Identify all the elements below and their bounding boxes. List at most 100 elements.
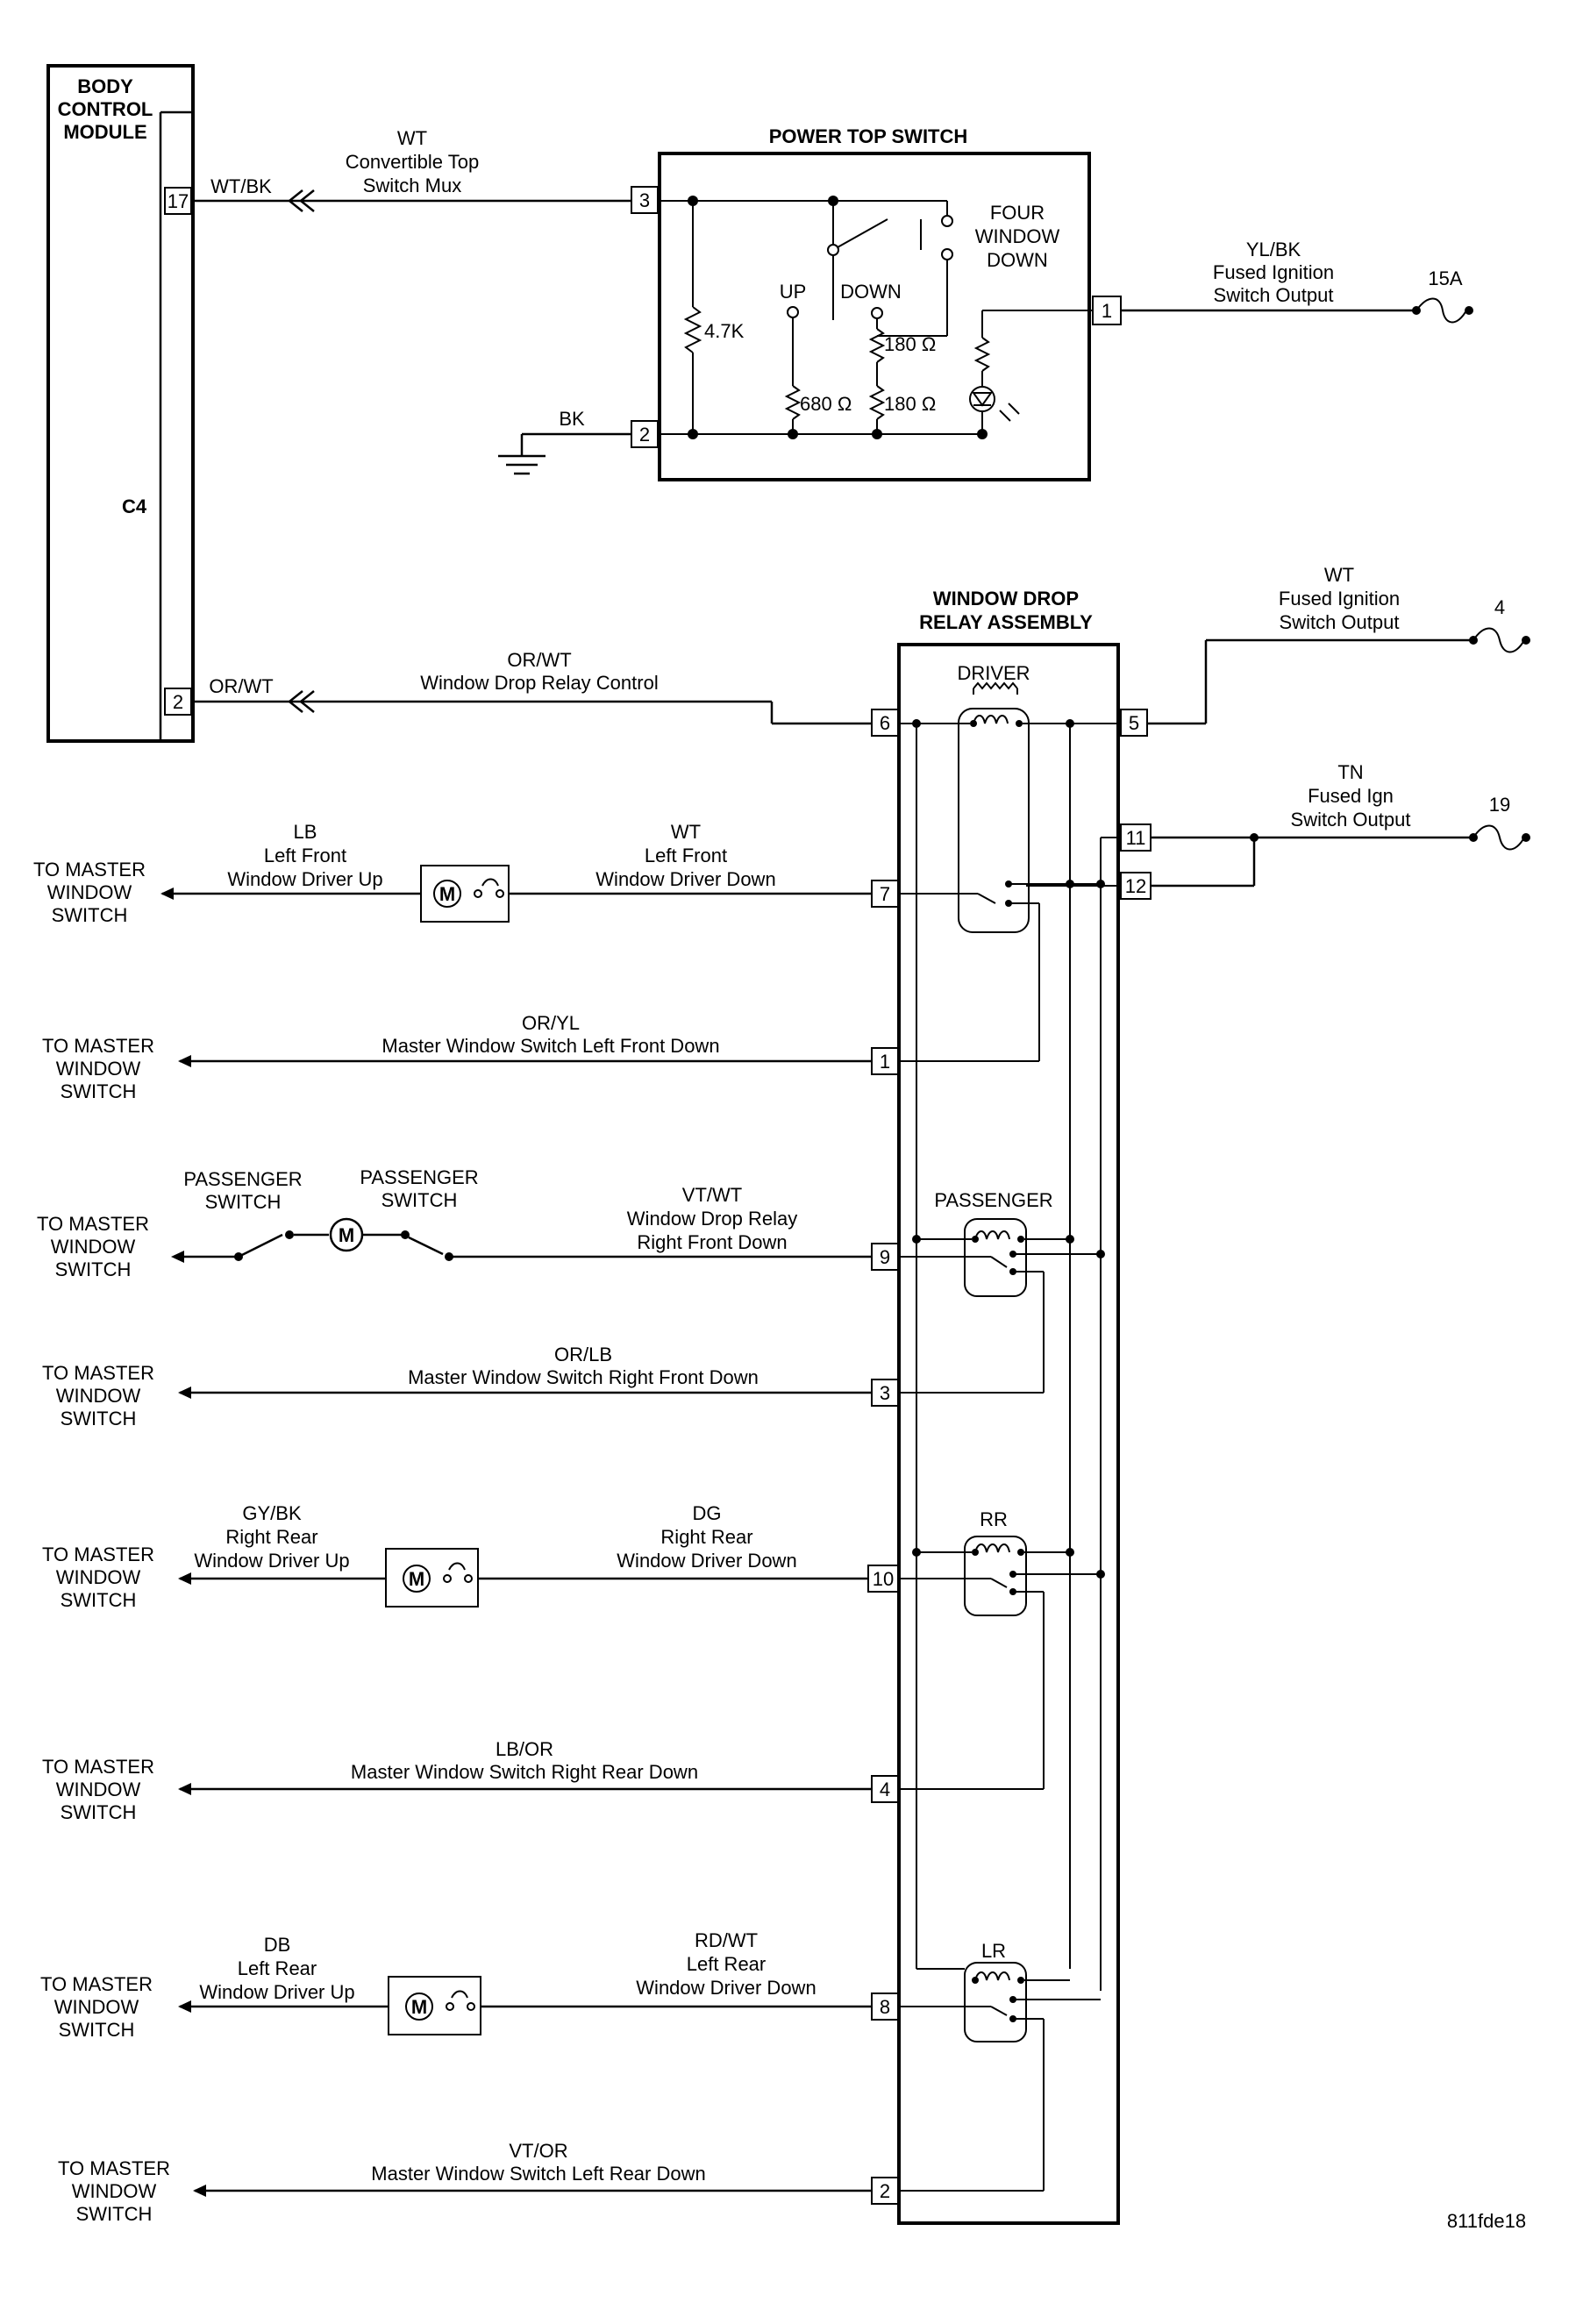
wt-fused-code: WT: [1324, 564, 1354, 586]
ground-bk: BK: [498, 408, 631, 475]
lbor-code: LB/OR: [496, 1738, 553, 1760]
wire-label-wt: WT: [397, 127, 427, 149]
vtwt-desc2: Right Front Down: [637, 1231, 787, 1253]
fuse-19: 19: [1489, 794, 1510, 816]
wire-label-wt-desc1: Convertible Top: [346, 151, 479, 173]
to-master-6b: WINDOW: [56, 1779, 141, 1800]
four-window-down-3: DOWN: [987, 249, 1048, 271]
tn-desc1: Fused Ign: [1308, 785, 1394, 807]
to-master-3c: SWITCH: [55, 1258, 132, 1280]
wt-fused-desc2: Switch Output: [1280, 611, 1400, 633]
to-master-6a: TO MASTER: [42, 1756, 154, 1778]
wire-code-wtbk: WT/BK: [210, 175, 272, 197]
wire-ylbk-fused-ignition: 15A YL/BK Fused Ignition Switch Output: [1121, 239, 1473, 324]
motor-letter-1: M: [439, 883, 455, 905]
resistor-680: 680 Ω: [800, 393, 852, 415]
relay-pin-1: 1: [880, 1051, 890, 1073]
to-master-8a: TO MASTER: [58, 2157, 170, 2179]
to-master-7a: TO MASTER: [40, 1973, 153, 1995]
dg-desc2: Window Driver Down: [617, 1550, 796, 1572]
vtwt-code: VT/WT: [682, 1184, 742, 1206]
to-master-5b: WINDOW: [56, 1566, 141, 1588]
to-master-4c: SWITCH: [61, 1408, 137, 1429]
ylbk-desc1: Fused Ignition: [1213, 261, 1334, 283]
wire-window-drop-relay-control: OR/WT OR/WT Window Drop Relay Control: [193, 649, 872, 725]
rr-up-desc2: Window Driver Up: [194, 1550, 349, 1572]
ylbk-desc2: Switch Output: [1214, 284, 1334, 306]
relay-pin-2: 2: [880, 2180, 890, 2202]
relay-pin-11: 11: [1126, 827, 1146, 849]
power-top-switch: POWER TOP SWITCH 3 2 1 4.7K FOUR WINDOW …: [631, 125, 1122, 481]
up-label: UP: [780, 281, 807, 303]
four-window-down-1: FOUR: [990, 202, 1045, 224]
relay-pin-5: 5: [1129, 712, 1139, 734]
relay-driver-label: DRIVER: [957, 662, 1030, 684]
to-master-8b: WINDOW: [72, 2180, 157, 2202]
vtor-code: VT/OR: [509, 2140, 567, 2162]
bcm-connector-c4: C4: [122, 495, 147, 517]
bcm-title-2: CONTROL: [58, 98, 153, 120]
to-master-2c: SWITCH: [61, 1080, 137, 1102]
wire-wt-fused-ignition: 4 WT Fused Ignition Switch Output: [1147, 564, 1530, 725]
to-master-4a: TO MASTER: [42, 1362, 154, 1384]
oryl-desc: Master Window Switch Left Front Down: [381, 1035, 719, 1057]
motor-icon-lr: [405, 1993, 433, 2021]
bcm-title-1: BODY: [77, 75, 133, 97]
window-drop-relay-assembly: WINDOW DROP RELAY ASSEMBLY 6 5 11 12 7 1…: [867, 588, 1152, 2225]
wire-convertible-top-mux: WT/BK WT Convertible Top Switch Mux: [193, 127, 631, 212]
rr-up-desc1: Right Rear: [225, 1526, 317, 1548]
to-master-3b: WINDOW: [51, 1236, 136, 1258]
vtwt-desc1: Window Drop Relay: [627, 1208, 797, 1230]
relay-pin-3: 3: [880, 1382, 890, 1404]
relay-pin-9: 9: [880, 1246, 890, 1268]
lr-up-desc2: Window Driver Up: [199, 1981, 354, 2003]
passenger-switch-1b: SWITCH: [205, 1191, 282, 1213]
wt-fused-desc1: Fused Ignition: [1279, 588, 1400, 610]
orlb-code: OR/LB: [554, 1344, 612, 1365]
body-control-module: BODY CONTROL MODULE C4 17 2: [46, 64, 195, 743]
row-passenger: TO MASTER WINDOW SWITCH M PASSENGER SWIT…: [37, 1166, 872, 1280]
vtor-desc: Master Window Switch Left Rear Down: [371, 2163, 705, 2185]
ylbk-code: YL/BK: [1246, 239, 1301, 260]
tn-code: TN: [1337, 761, 1363, 783]
relay-rr-label: RR: [980, 1508, 1008, 1530]
lr-up-code: DB: [264, 1934, 291, 1956]
to-master-2a: TO MASTER: [42, 1035, 154, 1057]
lf-up-desc1: Left Front: [264, 845, 346, 866]
orwt-code: OR/WT: [507, 649, 571, 671]
lbor-desc: Master Window Switch Right Rear Down: [351, 1761, 698, 1783]
four-window-down-2: WINDOW: [975, 225, 1060, 247]
relay-pin-8: 8: [880, 1996, 890, 2018]
rr-up-code: GY/BK: [242, 1502, 302, 1524]
lf-down-code: WT: [671, 821, 701, 843]
to-master-2b: WINDOW: [56, 1058, 141, 1080]
motor-letter-3: M: [409, 1568, 424, 1590]
rdwt-desc2: Window Driver Down: [636, 1977, 816, 1999]
relay-pin-6: 6: [880, 712, 890, 734]
orlb-desc: Master Window Switch Right Front Down: [408, 1366, 759, 1388]
passenger-switch-2a: PASSENGER: [360, 1166, 478, 1188]
row-master-rf-down: TO MASTER WINDOW SWITCH OR/LB Master Win…: [42, 1344, 872, 1429]
bcm-title-3: MODULE: [63, 121, 146, 143]
lf-up-code: LB: [294, 821, 317, 843]
relay-title-1: WINDOW DROP: [933, 588, 1079, 610]
fuse-15a: 15A: [1428, 267, 1462, 289]
row-right-rear: TO MASTER WINDOW SWITCH GY/BK Right Rear…: [42, 1502, 868, 1611]
oryl-code: OR/YL: [522, 1012, 580, 1034]
to-master-1b: WINDOW: [47, 881, 132, 903]
wire-code-orwt: OR/WT: [209, 675, 273, 697]
tn-desc2: Switch Output: [1291, 809, 1411, 831]
to-master-7c: SWITCH: [59, 2019, 135, 2041]
row-master-lr-down: TO MASTER WINDOW SWITCH VT/OR Master Win…: [58, 2140, 872, 2225]
dg-desc1: Right Rear: [660, 1526, 752, 1548]
motor-icon: [433, 880, 461, 908]
lr-up-desc1: Left Rear: [238, 1957, 317, 1979]
motor-icon-rr: [403, 1565, 431, 1593]
led-icon: [969, 386, 995, 412]
relay-pin-10: 10: [873, 1568, 894, 1590]
to-master-8c: SWITCH: [76, 2203, 153, 2225]
to-master-1c: SWITCH: [52, 904, 128, 926]
bcm-pin-2: 2: [173, 691, 183, 713]
resistor-180-b: 180 Ω: [884, 393, 936, 415]
power-top-switch-title: POWER TOP SWITCH: [769, 125, 968, 147]
